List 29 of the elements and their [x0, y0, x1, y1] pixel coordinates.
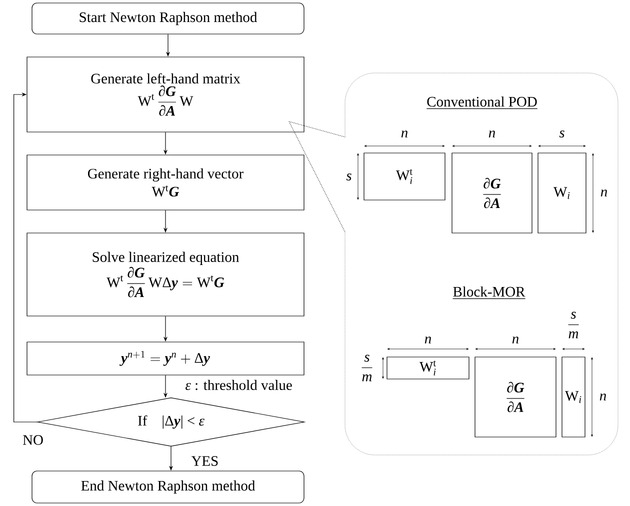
- process-box: Solve linearized equation $\mathrm{W}^{\mathrm{t}}\,\frac{\text{∂}\textbf{\textit{G}}}{\text{∂}\textbf{\textit{A}}}\,\mathrm{W}\text{Δ}\textbf{\textit{y}} = \mathrm{W}^{\mathrm{t}}\textbf{\textit{G}}$: [26, 232, 304, 316]
- dimension-label: $\mathit{n}$: [488, 130, 496, 138]
- dimension-label: $\mathit{n}$: [600, 190, 608, 196]
- dimension-label: $\mathit{n}$: [424, 336, 432, 344]
- process-box: Generate left-hand matrix $\mathrm{W}^{\mathrm{t}}\,\frac{\text{∂}\textbf{\textit{G}}}{\text{∂}\textbf{\textit{A}}}\,\mathrm{W}$: [26, 56, 304, 132]
- dimension-label: $\mathit{n}$: [600, 394, 606, 400]
- dimension-label: $\mathit{s}$: [346, 174, 352, 180]
- callout-pointer: [288, 121, 346, 232]
- matrix-box: $\mathrm{W}_{\mathit{i}}$: [562, 356, 586, 438]
- dimension-label: $\frac{\mathit{s}}{\mathit{m}}$: [568, 312, 579, 338]
- edge-label: ε : threshold value: [184, 378, 294, 392]
- matrix-box: $\frac{\text{∂}\textbf{\textit{G}}}{\text{∂}\textbf{\textit{A}}}$: [474, 356, 556, 438]
- dimension-label: $\mathit{n}$: [512, 336, 519, 344]
- dimension-label: $\frac{\mathit{s}}{\mathit{m}}$: [362, 354, 372, 382]
- dimension-label: $\mathit{n}$: [401, 130, 408, 138]
- matrix-box: $\frac{\text{∂}\textbf{\textit{G}}}{\text{∂}\textbf{\textit{A}}}$: [452, 152, 532, 234]
- dimension-label: $\mathit{s}$: [559, 130, 564, 138]
- process-box: $\textbf{\textit{y}}^{\mathit{n}+1} = \textbf{\textit{y}}^{\mathit{n}} + \text{Δ}\textbf{\textit{y}}$: [26, 342, 304, 376]
- arrow: [14, 92, 38, 422]
- section-heading: Block-MOR: [452, 286, 526, 299]
- matrix-box: $\mathrm{W}_{\mathit{i}}^{\mathrm{t}}$: [386, 356, 470, 380]
- terminal-box: Start Newton Raphson method: [32, 2, 304, 34]
- terminal-box: End Newton Raphson method: [32, 470, 304, 504]
- edge-label: YES: [190, 455, 220, 467]
- section-heading: Conventional POD: [426, 96, 538, 109]
- process-box: Generate right-hand vector $\mathrm{W}^{\mathrm{t}}\textbf{\textit{G}}$: [26, 154, 304, 210]
- callout-panel: [344, 72, 618, 456]
- matrix-box: $\mathrm{W}_{\mathit{i}}$: [538, 152, 586, 234]
- matrix-box: $\mathrm{W}_{\mathit{i}}^{\mathrm{t}}$: [364, 152, 446, 200]
